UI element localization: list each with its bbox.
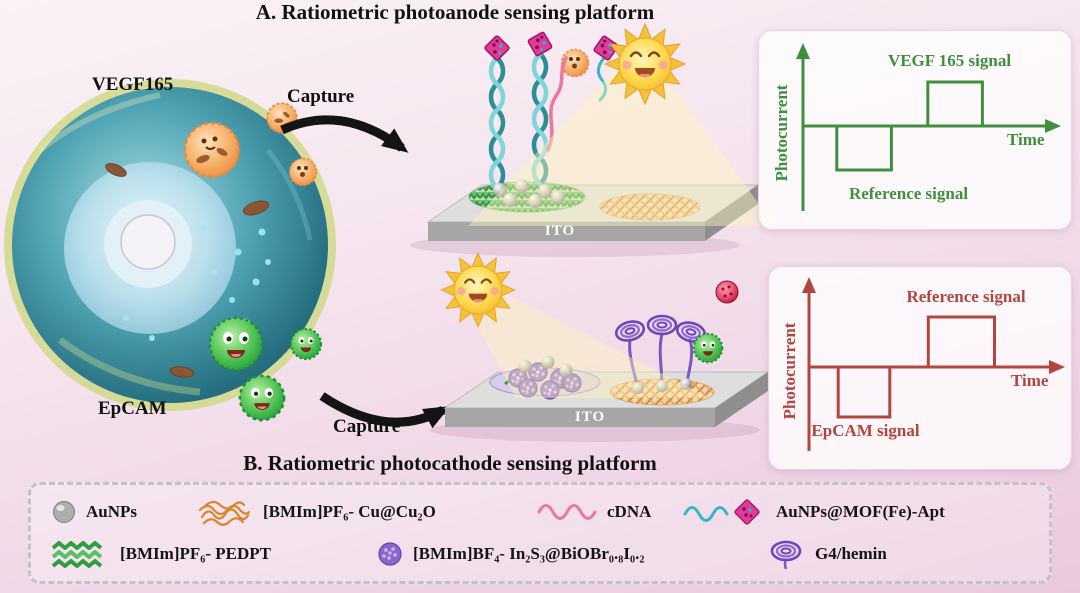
copper-oxide-mesh-icon xyxy=(196,497,254,527)
photocathode-chart-plot xyxy=(802,277,1065,451)
legend-item-in2s3: [BMIm]BF₄- In₂S₃@BiOBr₀.₈I₀.₂ xyxy=(376,537,644,571)
captured-vegf165 xyxy=(560,48,590,78)
indium-sulfide-flower-icon xyxy=(376,540,404,568)
mof-diamond-icon xyxy=(483,34,511,62)
light-beam-top xyxy=(468,68,775,226)
panel-a-title: A. Ratiometric photoanode sensing platfo… xyxy=(255,0,655,24)
capture-label-bottom: Capture xyxy=(333,416,401,437)
hemin-sphere xyxy=(715,280,739,304)
floating-aptamer xyxy=(597,56,607,102)
epcam-proteins xyxy=(208,316,323,422)
photocathode-signal-chart: Photocurrent Time Reference signal EpCAM… xyxy=(768,266,1072,470)
captured-epcam xyxy=(692,332,724,364)
photoanode-waveform xyxy=(803,80,1053,172)
vegf-signal-label: VEGF 165 signal xyxy=(887,51,1012,70)
legend-item-cu2o: [BMIm]PF₆- Cu@Cu₂O xyxy=(196,495,436,529)
capture-arrow-top xyxy=(280,115,409,153)
photocathode-xlabel: Time xyxy=(1011,371,1049,390)
aunps-mof-apt-icon xyxy=(681,494,767,530)
photoanode-signal-chart: Photocurrent Time VEGF 165 signal Refere… xyxy=(758,30,1072,230)
photocathode-waveform xyxy=(809,315,1059,419)
legend-item-mof-apt: AuNPs@MOF(Fe)-Apt xyxy=(681,495,945,529)
photoanode-chart-plot xyxy=(796,43,1061,211)
reference-signal-label-top: Reference signal xyxy=(848,184,969,203)
cdna-strand xyxy=(546,56,568,152)
panel-b-title: B. Ratiometric photocathode sensing plat… xyxy=(243,451,657,475)
capture-label-top: Capture xyxy=(287,86,355,107)
legend-item-aunps: AuNPs xyxy=(51,495,137,529)
gold-nanoparticle-icon xyxy=(51,499,77,525)
legend-item-pedpt: [BMIm]PF₆- PEDPT xyxy=(49,537,271,571)
legend-box: AuNPs [BMIm]PF₆- Cu@Cu₂O cDNA xyxy=(28,482,1052,584)
pedpt-mesh-icon xyxy=(49,538,111,570)
aptamer-helix-1 xyxy=(488,55,506,191)
legend-item-cdna: cDNA xyxy=(536,495,651,529)
aptamer-helix-2 xyxy=(531,51,549,187)
aunps-on-photoanode xyxy=(493,179,565,208)
photoanode-ito-electrode xyxy=(410,27,760,257)
capture-arrow-bottom xyxy=(319,392,451,429)
light-beam-bottom xyxy=(462,290,710,398)
g4-hemin-loop-icon xyxy=(766,537,806,571)
legend-item-g4-hemin: G4/hemin xyxy=(766,537,887,571)
reference-signal-label-bottom: Reference signal xyxy=(906,287,1026,306)
vegf165-label: VEGF165 xyxy=(92,74,174,95)
photocathode-ito-electrode xyxy=(430,314,770,442)
ito-label-bottom: ITO xyxy=(574,409,606,425)
cell-nucleolus xyxy=(120,214,176,270)
ito-label-top: ITO xyxy=(544,223,576,239)
cdna-strand-icon xyxy=(536,501,598,523)
photoanode-xlabel: Time xyxy=(1007,130,1045,149)
photoanode-ylabel: Photocurrent xyxy=(772,84,791,182)
epcam-label: EpCAM xyxy=(98,398,167,419)
epcam-signal-label: EpCAM signal xyxy=(811,421,920,440)
mof-diamond-icon xyxy=(523,27,557,61)
